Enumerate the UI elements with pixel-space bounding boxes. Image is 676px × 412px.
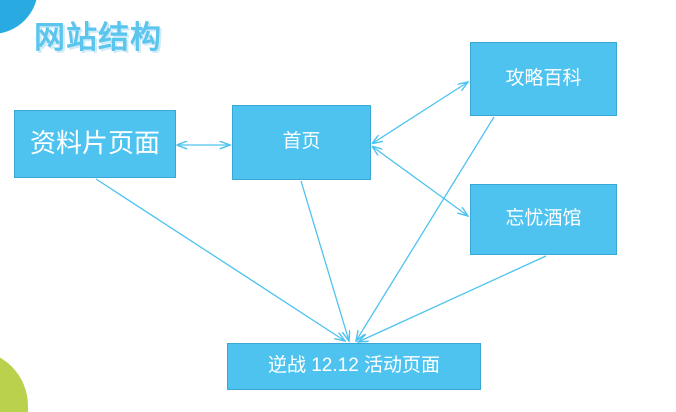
edge-home-tavern	[373, 147, 468, 216]
edge-expansion-campaign	[95, 178, 345, 341]
edge-home-campaign	[300, 180, 349, 341]
node-expansion-page[interactable]: 资料片页面	[14, 110, 176, 178]
node-homepage[interactable]: 首页	[232, 105, 371, 180]
page-title: 网站结构	[34, 20, 162, 55]
node-tavern[interactable]: 忘忧酒馆	[470, 184, 617, 255]
edge-tavern-campaign	[358, 255, 547, 342]
edge-home-guide	[373, 82, 468, 143]
node-campaign-page[interactable]: 逆战 12.12 活动页面	[227, 343, 481, 390]
node-guide-wiki[interactable]: 攻略百科	[470, 42, 617, 116]
edge-guide-campaign	[356, 116, 495, 341]
